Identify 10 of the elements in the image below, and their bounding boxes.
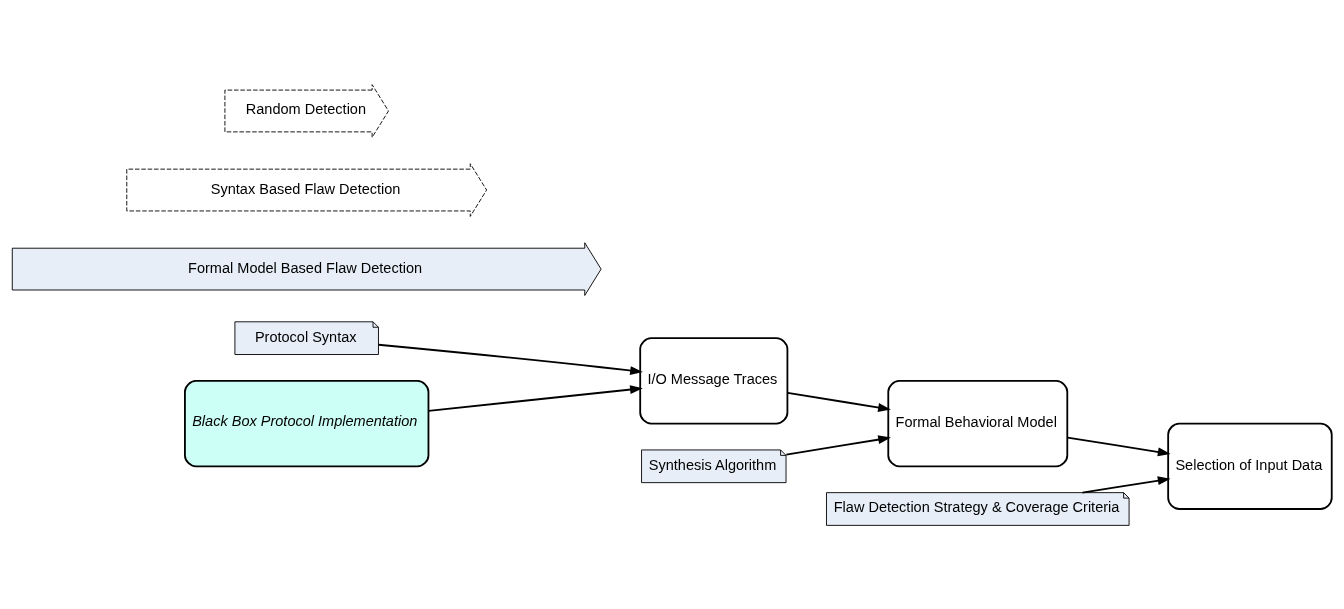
node-box: I/O Message Traces xyxy=(639,336,789,424)
node-box: Black Box Protocol Implementation xyxy=(184,379,430,467)
node-box: Selection of Input Data xyxy=(1167,422,1333,510)
arrow xyxy=(377,343,643,375)
arrow xyxy=(1066,436,1171,456)
arrow xyxy=(1081,475,1171,494)
arrow xyxy=(427,384,643,412)
arrow xyxy=(786,391,891,412)
node-box: Formal Behavioral Model xyxy=(887,379,1069,467)
arrow xyxy=(785,434,891,456)
